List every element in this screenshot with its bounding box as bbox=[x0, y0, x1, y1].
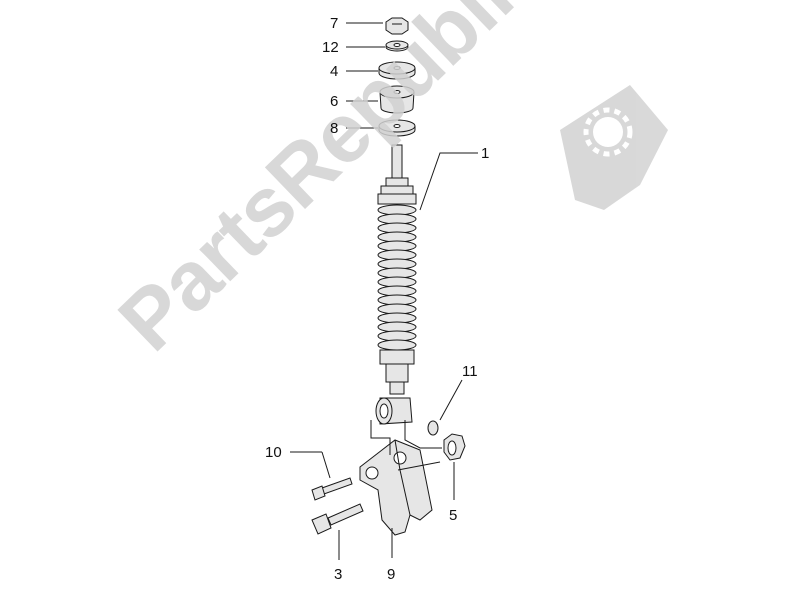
part-12-washer bbox=[385, 40, 409, 52]
watermark-gear-icon bbox=[560, 85, 668, 210]
callout-5: 5 bbox=[449, 507, 458, 524]
part-10-bolt bbox=[311, 477, 353, 501]
part-3-bolt bbox=[311, 503, 364, 535]
part-1-shock-absorber bbox=[375, 144, 417, 425]
spring-coil bbox=[377, 339, 417, 351]
assembly-lines bbox=[370, 420, 442, 471]
callout-7: 7 bbox=[330, 15, 339, 32]
callout-10: 10 bbox=[265, 444, 282, 461]
callout-9: 9 bbox=[387, 566, 396, 583]
leader-lines bbox=[290, 22, 478, 560]
part-7-nut bbox=[385, 17, 409, 35]
callout-6: 6 bbox=[330, 93, 339, 110]
callout-4: 4 bbox=[330, 63, 339, 80]
callout-8: 8 bbox=[330, 120, 339, 137]
callout-1: 1 bbox=[481, 145, 490, 162]
part-9-bracket bbox=[359, 439, 433, 536]
callout-12: 12 bbox=[322, 39, 339, 56]
callout-11: 11 bbox=[462, 363, 478, 380]
part-4-washer bbox=[378, 61, 416, 80]
part-8-washer bbox=[378, 119, 416, 137]
part-5-nut bbox=[443, 433, 466, 461]
part-6-rubber-bush bbox=[379, 85, 415, 114]
part-11-nut bbox=[427, 420, 439, 436]
callout-3: 3 bbox=[334, 566, 343, 583]
